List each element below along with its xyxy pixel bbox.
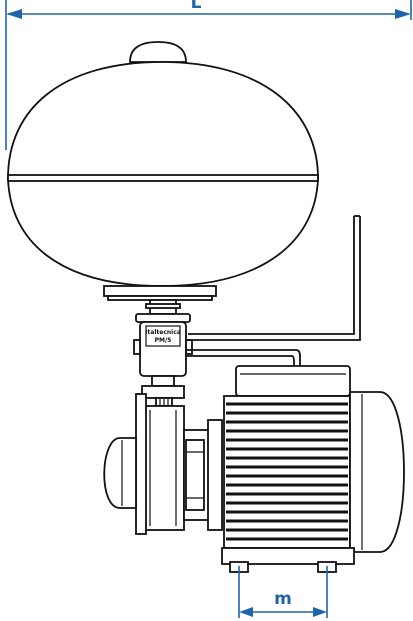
electric-motor [221, 365, 405, 573]
vessel-upper-shell [7, 61, 319, 179]
nameplate-line-2: PM/5 [155, 337, 172, 344]
cable-upper [186, 349, 301, 370]
pressure-switch-top [135, 313, 191, 323]
pump-casing-inner [185, 439, 205, 511]
pump-motor-adapter [207, 419, 223, 531]
pipe-coupling [141, 385, 185, 399]
dimension-m-left-arrow [239, 607, 253, 617]
pump-head-body [141, 405, 185, 531]
pressure-switch-side-right [185, 339, 193, 355]
dimension-l-label-bg [180, 0, 210, 10]
dimension-l-right-arrow [395, 9, 411, 19]
vessel-seam-band [7, 174, 319, 182]
pressure-switch-nameplate [145, 325, 181, 347]
motor-end-bell [349, 391, 405, 553]
pressure-switch-side-left [133, 339, 141, 355]
nameplate-line-1: Italtecnica [145, 329, 181, 336]
delivery-pipe [141, 385, 185, 407]
vessel-lower-shell [7, 177, 319, 287]
cable-lower [186, 355, 295, 370]
vessel-top-cap [129, 41, 187, 63]
dimension-l-label: L [191, 0, 202, 13]
dimension-overall-length: L [5, 0, 412, 150]
bracket-rod-outer [188, 216, 355, 335]
pump-inlet-cover [103, 437, 137, 509]
expansion-vessel [7, 41, 319, 315]
pump-head [103, 393, 223, 535]
pump-head-flange [135, 393, 147, 535]
motor-cooling-fins [226, 402, 348, 541]
cable-bracket [186, 215, 361, 370]
dimension-m-label: m [274, 589, 292, 609]
vessel-bottom-flange [103, 285, 217, 297]
dimension-l-left-arrow [6, 9, 22, 19]
pressure-switch: Italtecnica PM/5 [133, 313, 193, 387]
dimension-m-right-arrow [313, 607, 327, 617]
motor-terminal-box [235, 365, 351, 397]
motor-foot [221, 547, 355, 565]
vessel-stem-nut [145, 303, 181, 309]
motor-body [223, 395, 351, 549]
dimension-foot-spacing: m [238, 566, 328, 618]
bracket-rod-inner [188, 216, 361, 341]
pressure-switch-outlet [151, 375, 175, 387]
